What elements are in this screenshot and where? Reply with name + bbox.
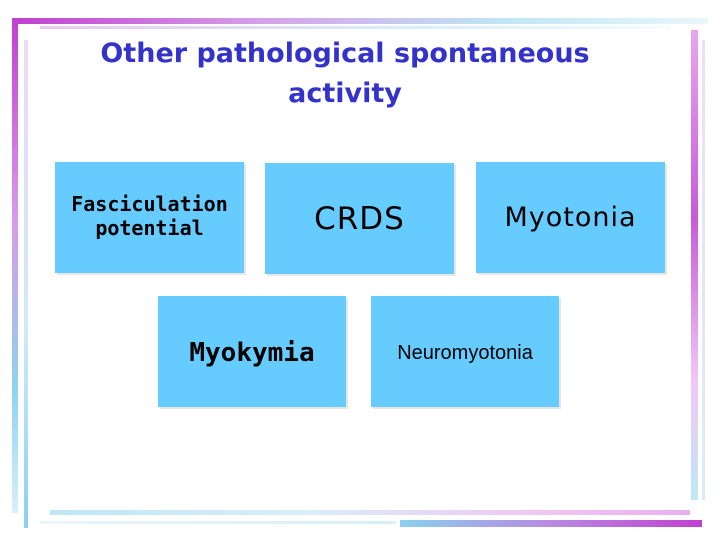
left-border-bar-thin: [24, 40, 28, 528]
slide-title: Other pathological spontaneous activity: [100, 38, 590, 109]
fasciculation-potential-box: Fasciculation potential: [55, 162, 244, 273]
crds-box: CRDS: [265, 163, 454, 274]
myotonia-box: Myotonia: [476, 162, 665, 273]
top-border-bar: [18, 18, 708, 24]
neuromyotonia-box: Neuromyotonia: [371, 296, 559, 407]
myokymia-label: Myokymia: [189, 338, 315, 368]
bottom-border-bar-thin: [40, 521, 396, 524]
bottom-border-bar: [50, 510, 690, 515]
right-border-bar: [691, 30, 698, 500]
left-border-bar: [12, 18, 18, 513]
crds-label: CRDS: [314, 201, 405, 237]
myokymia-box: Myokymia: [158, 296, 346, 407]
myotonia-label: Myotonia: [504, 202, 637, 233]
neuromyotonia-label: Neuromyotonia: [397, 342, 533, 364]
top-border-bar-thin: [40, 26, 670, 29]
right-border-bar-thin: [702, 40, 705, 500]
fasciculation-potential-label: Fasciculation potential: [71, 192, 228, 240]
bottom-border-bar-thick: [400, 520, 702, 527]
